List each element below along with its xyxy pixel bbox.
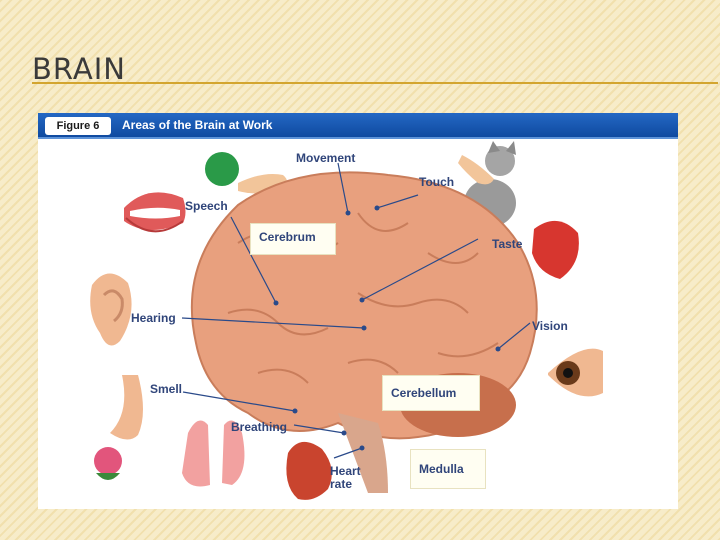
label-hearing: Hearing <box>131 311 176 325</box>
label-cerebrum: Cerebrum <box>250 223 336 255</box>
label-touch: Touch <box>419 175 454 189</box>
label-speech: Speech <box>185 199 228 213</box>
heart-icon <box>286 442 331 500</box>
eye-icon <box>548 349 603 397</box>
label-heart-rate-line2: rate <box>330 477 352 491</box>
slide-title: BRAIN <box>32 52 126 86</box>
label-medulla: Medulla <box>410 449 486 489</box>
label-cerebellum: Cerebellum <box>382 375 480 411</box>
title-divider <box>32 82 718 84</box>
label-movement: Movement <box>296 151 355 165</box>
label-smell: Smell <box>150 382 182 396</box>
ear-icon <box>90 273 131 345</box>
brain-figure: Figure 6 Areas of the Brain at Work <box>38 113 678 509</box>
nose-icon <box>110 375 143 440</box>
lips-icon <box>124 192 186 231</box>
label-vision: Vision <box>532 319 568 333</box>
flower-icon <box>94 447 122 480</box>
label-heart-rate-line1: Heart <box>330 464 361 478</box>
label-taste: Taste <box>492 237 522 251</box>
tongue-icon <box>532 221 579 279</box>
label-breathing: Breathing <box>231 420 287 434</box>
